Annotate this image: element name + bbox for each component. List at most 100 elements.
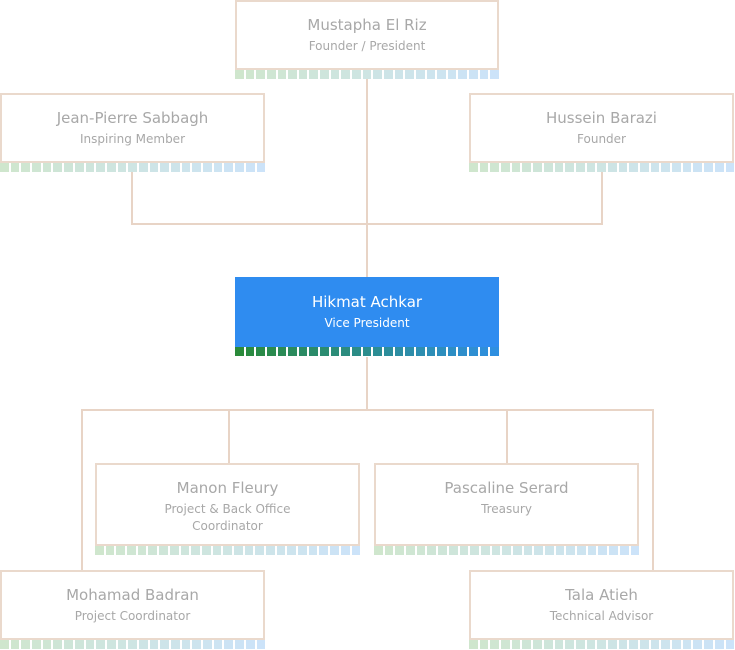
strip-segment [95,546,104,555]
strip-segment [137,546,147,555]
strip-segment [693,163,703,172]
strip-segment [577,546,586,555]
strip-segment [629,640,638,649]
strip-segment [469,640,478,649]
strip-segment [502,546,511,555]
connector-line [366,79,368,277]
strip-segment [105,546,115,555]
node-color-strip [0,163,266,172]
strip-segment [192,163,202,172]
strip-segment [330,70,340,79]
strip-segment [491,546,501,555]
strip-segment [543,640,553,649]
strip-segment [235,347,244,356]
strip-segment [224,163,234,172]
strip-segment [298,347,308,356]
strip-segment [607,163,617,172]
strip-segment [352,347,361,356]
strip-segment [245,640,255,649]
strip-segment [266,546,275,555]
strip-segment [374,546,383,555]
strip-segment [479,163,489,172]
strip-segment [149,640,159,649]
strip-segment [171,163,180,172]
strip-segment [650,163,660,172]
strip-segment [394,70,404,79]
node-role: Technical Advisor [549,609,654,623]
connector-line [228,409,230,464]
strip-segment [511,640,521,649]
strip-segment [85,163,95,172]
strip-segment [298,546,307,555]
node-role: Founder / President [308,39,426,53]
strip-segment [470,546,479,555]
strip-segment [609,546,618,555]
strip-segment [490,163,500,172]
strip-segment [266,347,276,356]
node-name: Tala Atieh [565,586,638,604]
strip-segment [362,70,372,79]
node-color-strip [469,640,735,649]
strip-segment [96,640,105,649]
strip-segment [543,163,553,172]
strip-segment [587,546,597,555]
strip-segment [469,163,478,172]
org-node-mohamad-badran[interactable]: Mohamad Badran Project Coordinator [0,570,265,640]
strip-segment [458,70,468,79]
strip-segment [362,347,372,356]
strip-segment [245,70,255,79]
strip-segment [640,640,649,649]
strip-segment [224,640,234,649]
node-name: Hikmat Achkar [311,293,423,311]
strip-segment [714,640,724,649]
strip-segment [586,163,596,172]
org-node-hussein-barazi[interactable]: Hussein Barazi Founder [469,93,734,163]
strip-segment [704,163,713,172]
strip-segment [565,640,574,649]
node-name: Pascaline Serard [444,479,569,497]
node-role: Founder [577,132,626,146]
strip-segment [245,163,255,172]
strip-segment [545,546,554,555]
strip-segment [10,163,20,172]
strip-segment [682,163,692,172]
strip-segment [447,347,457,356]
strip-segment [116,546,126,555]
strip-segment [351,546,361,555]
node-color-strip [235,70,500,79]
strip-segment [21,640,31,649]
strip-segment [74,640,84,649]
strip-segment [21,163,31,172]
strip-segment [490,640,500,649]
strip-segment [181,163,191,172]
node-color-strip [374,546,640,555]
strip-segment [618,163,628,172]
node-color-strip [235,347,500,356]
connector-line [131,172,133,225]
org-node-hikmat-achkar[interactable]: Hikmat Achkar Vice President [235,277,499,347]
connector-line [601,172,603,225]
strip-segment [117,163,127,172]
org-node-mustapha-el-riz[interactable]: Mustapha El Riz Founder / President [235,0,499,70]
node-name: Mustapha El Riz [307,16,427,34]
strip-segment [244,546,254,555]
org-node-tala-atieh[interactable]: Tala Atieh Technical Advisor [469,570,734,640]
strip-segment [96,163,105,172]
org-node-jean-pierre-sabbagh[interactable]: Jean-Pierre Sabbagh Inspiring Member [0,93,265,163]
connector-line [506,409,508,464]
org-node-manon-fleury[interactable]: Manon Fleury Project & Back Office Coord… [95,463,360,546]
node-role: Vice President [324,316,410,330]
node-name: Jean-Pierre Sabbagh [56,109,209,127]
org-node-pascaline-serard[interactable]: Pascaline Serard Treasury [374,463,639,546]
strip-segment [138,640,148,649]
strip-segment [682,640,692,649]
connector-line [131,223,603,225]
strip-segment [405,70,414,79]
strip-segment [287,546,297,555]
strip-segment [191,546,200,555]
strip-segment [437,70,446,79]
strip-segment [308,546,318,555]
strip-segment [201,546,211,555]
strip-segment [160,163,169,172]
strip-segment [566,546,576,555]
